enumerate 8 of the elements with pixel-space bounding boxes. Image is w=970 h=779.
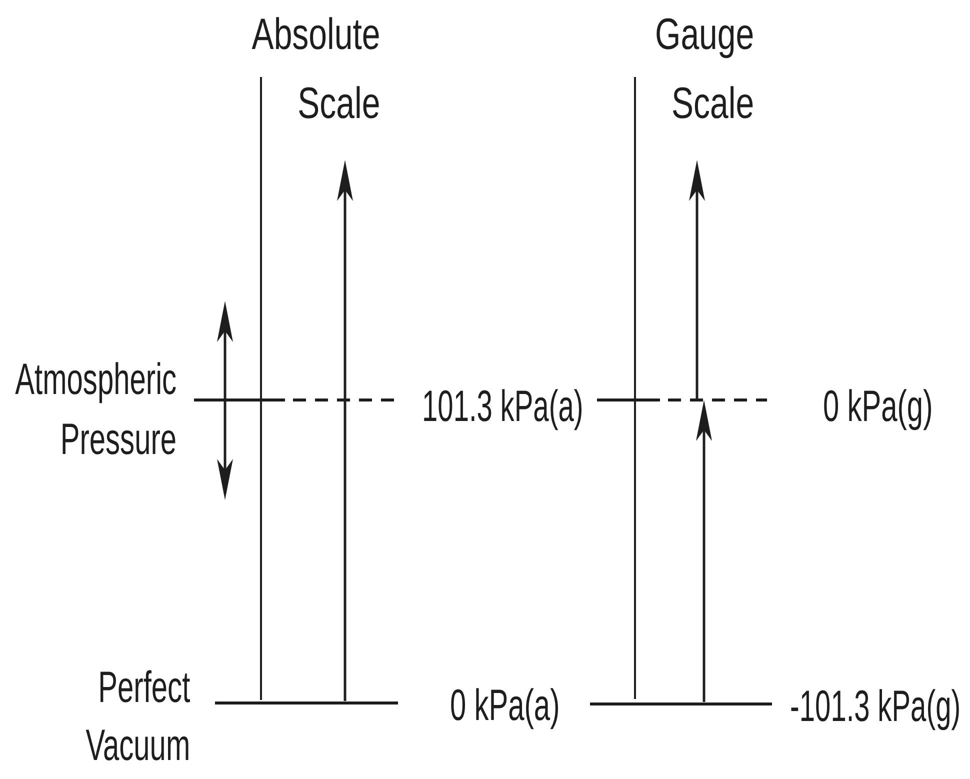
pressure-value: -101.3 kPa(g)	[790, 682, 961, 732]
level-label: Atmospheric Pressure	[16, 354, 177, 466]
level-label: Perfect Vacuum	[86, 662, 190, 772]
pressure-value: 0 kPa(a)	[450, 681, 560, 731]
pressure-value: 101.3 kPa(a)	[422, 382, 584, 432]
pressure-value: 0 kPa(g)	[823, 382, 933, 432]
scale-heading: Absolute Scale	[252, 9, 380, 130]
scale-heading: Gauge Scale	[654, 9, 754, 130]
